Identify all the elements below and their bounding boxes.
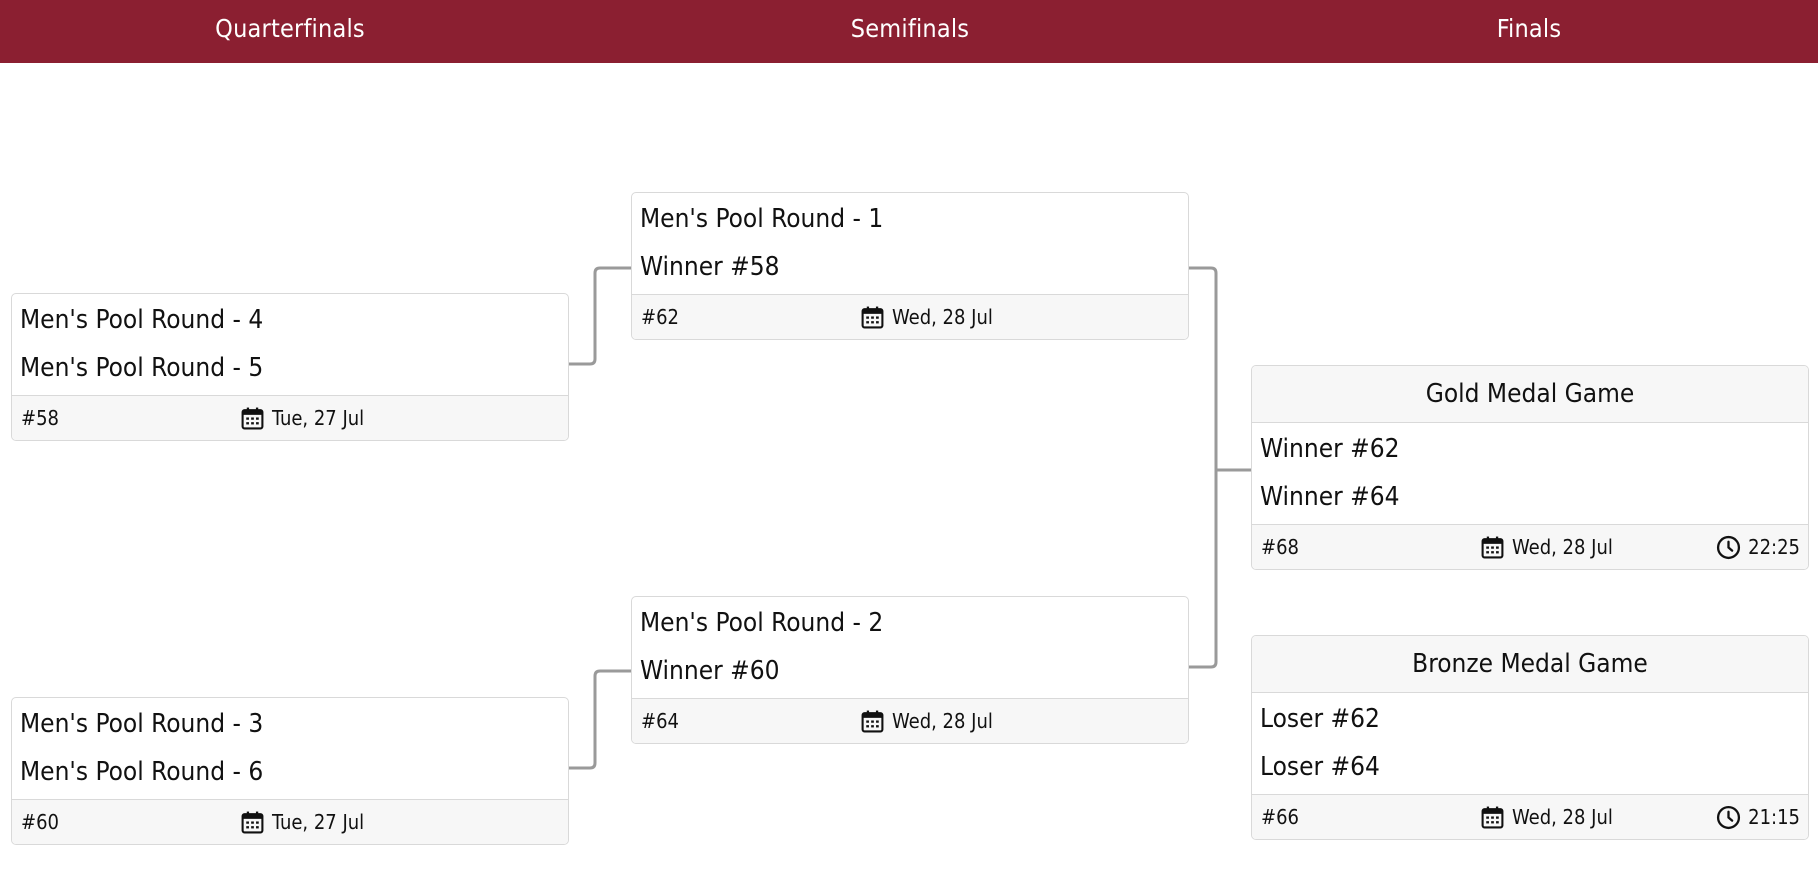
match-number: #62 [641, 305, 679, 329]
round-label-finals: Finals [1496, 14, 1562, 43]
match-meta: #68 Wed, 28 Jul 22:25 [1252, 524, 1808, 569]
team-slot: Men's Pool Round - 1 [640, 204, 884, 234]
round-header: Quarterfinals Semifinals Finals [0, 0, 1818, 63]
team-slot: Men's Pool Round - 2 [640, 608, 884, 638]
match-date-text: Wed, 28 Jul [1512, 535, 1613, 559]
match-card-60[interactable]: Men's Pool Round - 3 Men's Pool Round - … [11, 697, 569, 845]
connector-62-to-final [1189, 266, 1218, 669]
match-meta: #62 Wed, 28 Jul [632, 294, 1188, 339]
match-number: #66 [1261, 805, 1299, 829]
team-slot: Winner #58 [640, 251, 780, 282]
match-meta: #58 Tue, 27 Jul [12, 395, 568, 440]
match-card-58[interactable]: Men's Pool Round - 4 Men's Pool Round - … [11, 293, 569, 441]
round-label-semifinals: Semifinals [850, 14, 970, 43]
match-date-text: Wed, 28 Jul [892, 709, 993, 733]
match-date: Tue, 27 Jul [240, 800, 364, 844]
match-card-64[interactable]: Men's Pool Round - 2 Winner #60 #64 Wed,… [631, 596, 1189, 744]
clock-icon [1717, 535, 1741, 559]
match-time: 22:25 [1716, 525, 1800, 569]
calendar-icon [1481, 806, 1504, 828]
match-title: Bronze Medal Game [1252, 636, 1808, 693]
connector-60-to-64 [569, 669, 631, 770]
match-date-text: Tue, 27 Jul [272, 406, 365, 430]
team-slot: Men's Pool Round - 4 [20, 305, 264, 335]
team-slot: Men's Pool Round - 6 [20, 756, 264, 787]
calendar-icon [241, 407, 264, 429]
team-slot: Men's Pool Round - 5 [20, 352, 264, 383]
match-meta: #66 Wed, 28 Jul 21:15 [1252, 794, 1808, 839]
match-date: Wed, 28 Jul [1480, 795, 1613, 839]
team-slot: Winner #62 [1260, 434, 1400, 464]
calendar-icon [1481, 536, 1504, 558]
match-date: Wed, 28 Jul [1480, 525, 1613, 569]
match-card-62[interactable]: Men's Pool Round - 1 Winner #58 #62 Wed,… [631, 192, 1189, 340]
match-meta: #64 Wed, 28 Jul [632, 698, 1188, 743]
match-date: Wed, 28 Jul [860, 699, 993, 743]
team-slot: Men's Pool Round - 3 [20, 709, 264, 739]
match-title: Gold Medal Game [1252, 366, 1808, 423]
calendar-icon [241, 811, 264, 833]
match-meta: #60 Tue, 27 Jul [12, 799, 568, 844]
match-number: #64 [641, 709, 679, 733]
match-date-text: Tue, 27 Jul [272, 810, 365, 834]
match-time-text: 22:25 [1748, 535, 1800, 559]
match-card-66[interactable]: Bronze Medal Game Loser #62 Loser #64 #6… [1251, 635, 1809, 840]
clock-icon [1717, 805, 1741, 829]
match-card-68[interactable]: Gold Medal Game Winner #62 Winner #64 #6… [1251, 365, 1809, 570]
match-number: #58 [21, 406, 59, 430]
calendar-icon [861, 306, 884, 328]
match-date-text: Wed, 28 Jul [892, 305, 993, 329]
match-time-text: 21:15 [1748, 805, 1800, 829]
match-date-text: Wed, 28 Jul [1512, 805, 1613, 829]
calendar-icon [861, 710, 884, 732]
match-date: Tue, 27 Jul [240, 396, 364, 440]
match-time: 21:15 [1716, 795, 1800, 839]
connector-58-to-62 [569, 266, 631, 366]
match-date: Wed, 28 Jul [860, 295, 993, 339]
team-slot: Winner #60 [640, 655, 780, 686]
team-slot: Loser #62 [1260, 704, 1380, 734]
match-number: #60 [21, 810, 59, 834]
team-slot: Winner #64 [1260, 481, 1400, 512]
match-number: #68 [1261, 535, 1299, 559]
round-label-quarterfinals: Quarterfinals [215, 14, 365, 43]
team-slot: Loser #64 [1260, 751, 1380, 782]
